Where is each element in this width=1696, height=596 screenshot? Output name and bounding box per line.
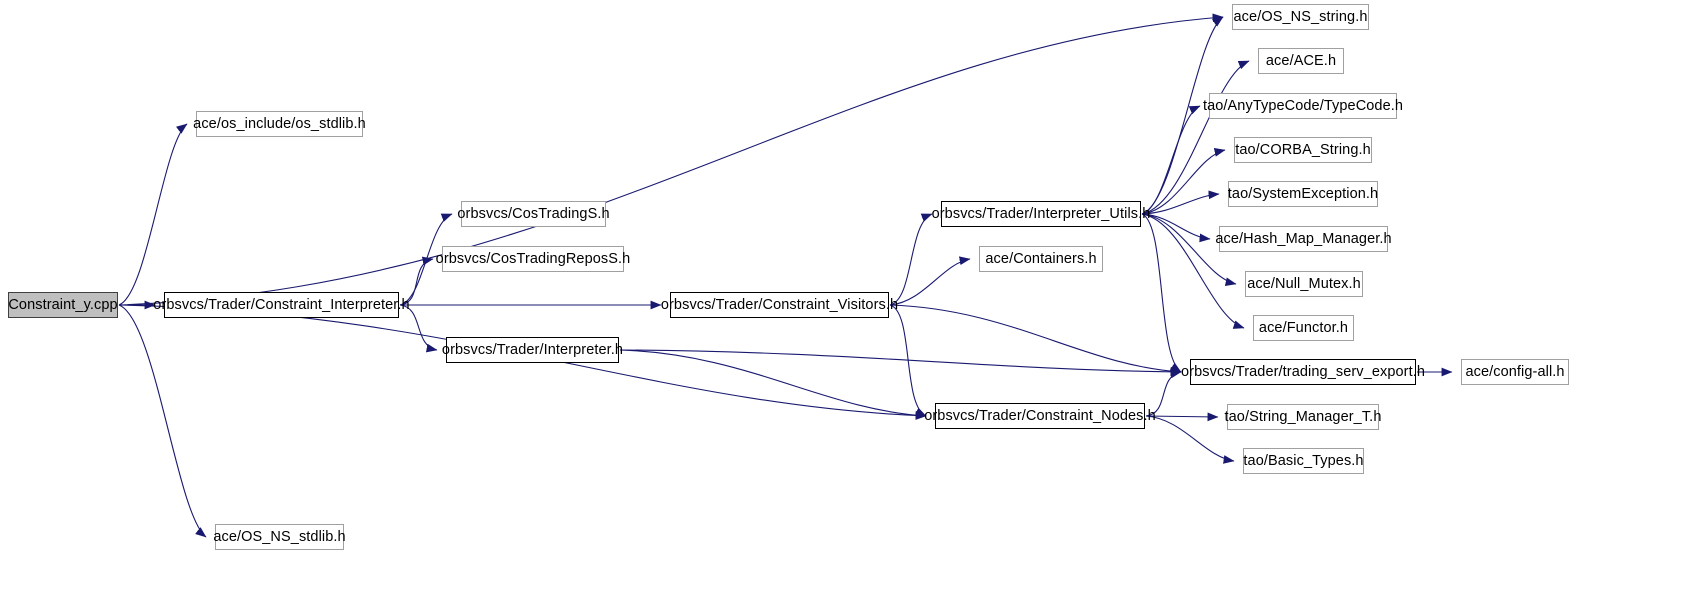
graph-node-functor[interactable]: ace/Functor.h — [1253, 315, 1354, 341]
graph-node-trading_serv[interactable]: orbsvcs/Trader/trading_serv_export.h — [1181, 359, 1425, 385]
graph-node-config_all[interactable]: ace/config-all.h — [1461, 359, 1569, 385]
graph-edge-interp_utils-to-corba_string — [1141, 148, 1226, 215]
graph-node-interpreter[interactable]: orbsvcs/Trader/Interpreter.h — [442, 337, 623, 363]
graph-node-os_ns_string[interactable]: ace/OS_NS_string.h — [1232, 4, 1369, 30]
graph-edge-root-to-os_stdlib — [118, 123, 188, 306]
graph-edge-constr_nodes-to-string_mgr — [1145, 412, 1219, 422]
graph-node-constr_nodes[interactable]: orbsvcs/Trader/Constraint_Nodes.h — [924, 403, 1156, 429]
graph-edge-interpreter-to-trading_serv — [619, 349, 1182, 377]
graph-node-os_ns_stdlib[interactable]: ace/OS_NS_stdlib.h — [213, 524, 346, 550]
graph-edge-constr_nodes-to-basic_types — [1145, 415, 1235, 464]
graph-edge-interpreter-to-constr_nodes — [619, 349, 927, 420]
graph-edge-constr_visitors-to-containers — [889, 256, 971, 306]
graph-node-nullmutex[interactable]: ace/Null_Mutex.h — [1245, 271, 1363, 297]
graph-node-os_stdlib[interactable]: ace/os_include/os_stdlib.h — [193, 111, 366, 137]
graph-node-ace_h[interactable]: ace/ACE.h — [1258, 48, 1344, 74]
graph-edge-interp_utils-to-systemexception — [1141, 190, 1220, 215]
graph-node-typecode[interactable]: tao/AnyTypeCode/TypeCode.h — [1203, 93, 1403, 119]
graph-node-systemexception[interactable]: tao/SystemException.h — [1228, 181, 1378, 207]
graph-node-costradings[interactable]: orbsvcs/CosTradingS.h — [457, 201, 610, 227]
graph-edge-constr_visitors-to-constr_nodes — [889, 304, 927, 417]
graph-node-constr_visitors[interactable]: orbsvcs/Trader/Constraint_Visitors.h — [661, 292, 898, 318]
graph-edge-interp_utils-to-trading_serv — [1141, 213, 1182, 373]
graph-node-root[interactable]: Constraint_y.cpp — [8, 292, 118, 318]
graph-edge-interp_utils-to-typecode — [1141, 105, 1201, 215]
graph-edge-constr_visitors-to-trading_serv — [889, 304, 1182, 376]
graph-node-hashmap[interactable]: ace/Hash_Map_Manager.h — [1215, 226, 1392, 252]
graph-node-interp_utils[interactable]: orbsvcs/Trader/Interpreter_Utils.h — [932, 201, 1150, 227]
graph-node-corba_string[interactable]: tao/CORBA_String.h — [1234, 137, 1372, 163]
graph-node-constr_interp[interactable]: orbsvcs/Trader/Constraint_Interpreter.h — [153, 292, 410, 318]
graph-edge-constr_visitors-to-interp_utils — [889, 213, 933, 306]
graph-edge-interp_utils-to-hashmap — [1141, 213, 1211, 243]
graph-edge-root-to-os_ns_stdlib — [118, 304, 207, 538]
graph-node-containers[interactable]: ace/Containers.h — [979, 246, 1103, 272]
graph-node-basic_types[interactable]: tao/Basic_Types.h — [1243, 448, 1364, 474]
graph-node-costradrepos[interactable]: orbsvcs/CosTradingReposS.h — [436, 246, 630, 272]
graph-node-string_mgr[interactable]: tao/String_Manager_T.h — [1225, 404, 1381, 430]
